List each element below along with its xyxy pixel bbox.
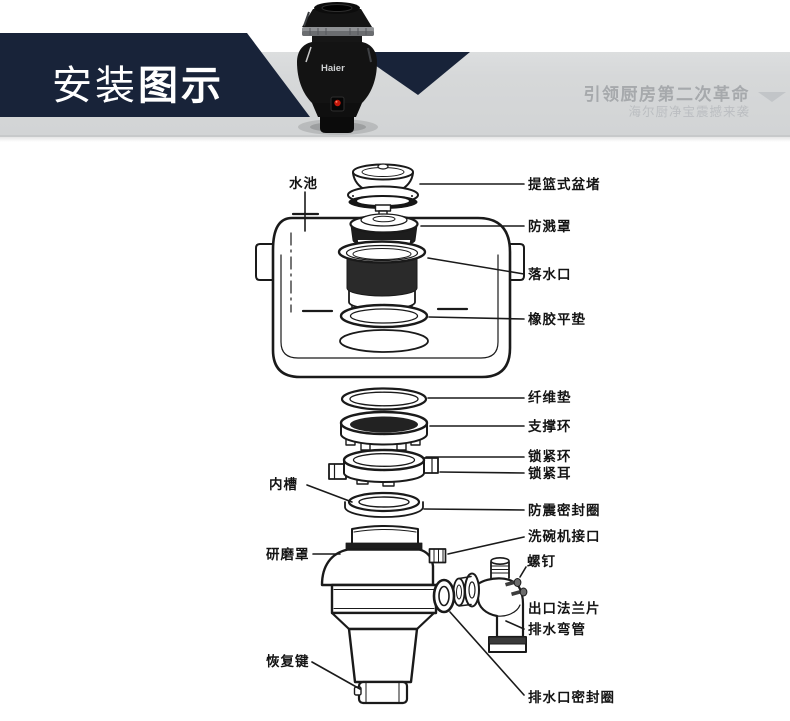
- product-brand-text: Haier: [321, 63, 345, 74]
- part-label-screw: 螺钉: [527, 554, 556, 569]
- banner-slogan-line1: 引领厨房第二次革命: [583, 85, 750, 104]
- banner-title-bold: 图示: [138, 64, 224, 108]
- leader-lines: [291, 183, 527, 696]
- part-label-shock-seal-ring: 防震密封圈: [528, 503, 601, 518]
- part-label-fiber-gasket: 纤维垫: [528, 390, 572, 405]
- part-label-drain-seal-ring: 排水口密封圈: [528, 690, 615, 705]
- part-label-outlet-flange: 出口法兰片: [528, 601, 601, 616]
- drain-outlet-drawing: [337, 240, 427, 316]
- part-label-reset-button: 恢复键: [266, 654, 310, 669]
- part-label-dishwasher-port: 洗碗机接口: [528, 529, 601, 544]
- part-label-sink: 水池: [289, 176, 318, 191]
- banner-navy-shapes: [0, 33, 470, 117]
- rubber-gasket-drawing: [339, 303, 429, 329]
- part-label-drain-elbow: 排水弯管: [528, 622, 586, 637]
- support-ring-drawing: [339, 410, 429, 451]
- part-label-lock-ear: 锁紧耳: [528, 466, 572, 481]
- banner-title-regular: 安装: [52, 64, 138, 108]
- part-label-drain-outlet: 落水口: [528, 267, 572, 282]
- shock-seal-drawing: [344, 491, 424, 518]
- screws-drawing: [505, 578, 528, 597]
- banner-shadow: [0, 137, 790, 142]
- part-label-inner-groove: 内槽: [269, 477, 298, 492]
- part-label-support-ring: 支撑环: [528, 419, 572, 434]
- unit-body-drawing: [320, 525, 447, 705]
- banner-slogan-line2: 海尔厨净宝震撼来袭: [628, 105, 750, 119]
- sink-drawing: [255, 216, 525, 379]
- part-label-grinder-cover: 研磨罩: [266, 547, 310, 562]
- part-label-lock-ring: 锁紧环: [528, 449, 572, 464]
- chevron-down-icon: [758, 92, 786, 102]
- product-photo: Haier: [297, 2, 378, 135]
- part-label-basket-stopper: 提篮式盆堵: [528, 177, 601, 192]
- fiber-gasket-drawing: [340, 387, 428, 411]
- part-label-rubber-gasket: 橡胶平垫: [528, 312, 586, 327]
- product-red-button: [334, 99, 341, 107]
- part-label-splash-guard: 防溅罩: [528, 219, 572, 234]
- banner-title: 安装图示: [52, 53, 224, 111]
- lock-ring-drawing: [328, 448, 439, 487]
- elbow-assembly-drawing: [432, 556, 527, 653]
